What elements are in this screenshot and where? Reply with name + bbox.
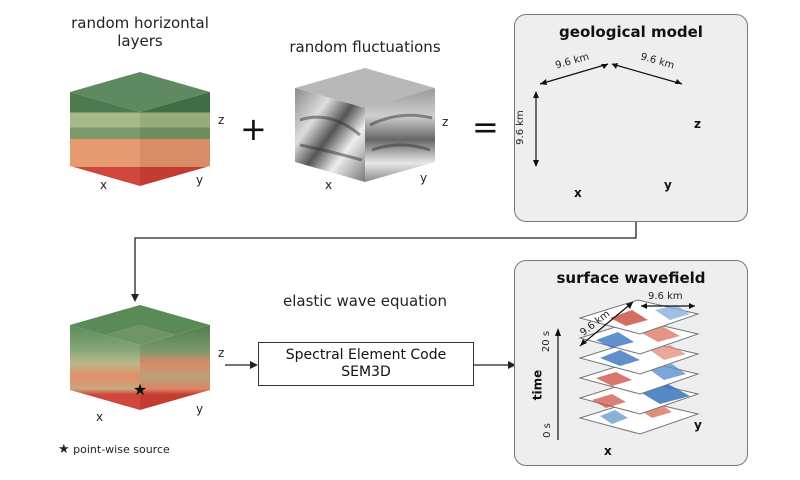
bottom-axis-x: x	[96, 410, 104, 424]
layers-label-line-1: random horizontal	[71, 14, 209, 32]
layers-axis-y: y	[196, 173, 204, 187]
arrow-head-code	[250, 361, 258, 369]
geo-dim-vertical: 9.6 km	[514, 110, 526, 145]
fluct-block-right	[365, 88, 435, 182]
wave-equation-label: elastic wave equation	[283, 292, 447, 310]
geological-model-panel: geological model	[514, 14, 748, 222]
wave-axis-y: y	[694, 418, 702, 432]
layers-block-left	[70, 92, 140, 186]
notched-block-left	[70, 325, 140, 410]
notched-block-right	[140, 325, 210, 410]
layers-axis-z: z	[218, 113, 225, 127]
plus-sign: +	[240, 110, 267, 148]
layers-block-top	[70, 72, 210, 112]
bottom-axis-z: z	[218, 346, 225, 360]
wave-axis-x: x	[604, 444, 612, 458]
arrow-head-down	[131, 294, 139, 302]
layers-label-line-2: layers	[117, 32, 163, 50]
fluct-block-top	[295, 68, 435, 108]
time-end-label: 20 s	[541, 330, 553, 353]
geological-model-title: geological model	[559, 23, 703, 41]
layers-block-right	[140, 92, 210, 186]
fluct-block-left	[295, 88, 365, 182]
source-legend: ★ point-wise source	[58, 442, 170, 457]
sem3d-code-box: Spectral Element Code SEM3D	[258, 342, 474, 386]
wave-dim-top: 9.6 km	[648, 291, 683, 302]
layers-axis-x: x	[100, 178, 108, 192]
geo-axis-y: y	[664, 178, 672, 192]
layers-label: random horizontal layers	[55, 14, 225, 50]
source-star-icon: ★	[133, 380, 147, 399]
time-start-label: 0 s	[541, 423, 553, 438]
geo-axis-z: z	[694, 117, 701, 131]
fluct-axis-x: x	[325, 178, 333, 192]
notch-face	[105, 325, 175, 345]
legend-star-icon: ★	[58, 442, 70, 457]
fluct-axis-z: z	[442, 115, 449, 129]
bottom-axis-y: y	[196, 402, 204, 416]
code-line-2: SEM3D	[341, 364, 391, 380]
fluctuations-label: random fluctuations	[289, 38, 441, 56]
code-line-1: Spectral Element Code	[285, 347, 447, 363]
geo-axis-x: x	[574, 186, 582, 200]
surface-wavefield-title: surface wavefield	[556, 269, 706, 287]
notched-block-top	[70, 305, 210, 335]
time-label: time	[530, 369, 545, 401]
fluct-axis-y: y	[420, 171, 428, 185]
legend-text: point-wise source	[73, 443, 170, 456]
equals-sign: =	[472, 108, 499, 146]
fluct-texture	[299, 113, 433, 162]
